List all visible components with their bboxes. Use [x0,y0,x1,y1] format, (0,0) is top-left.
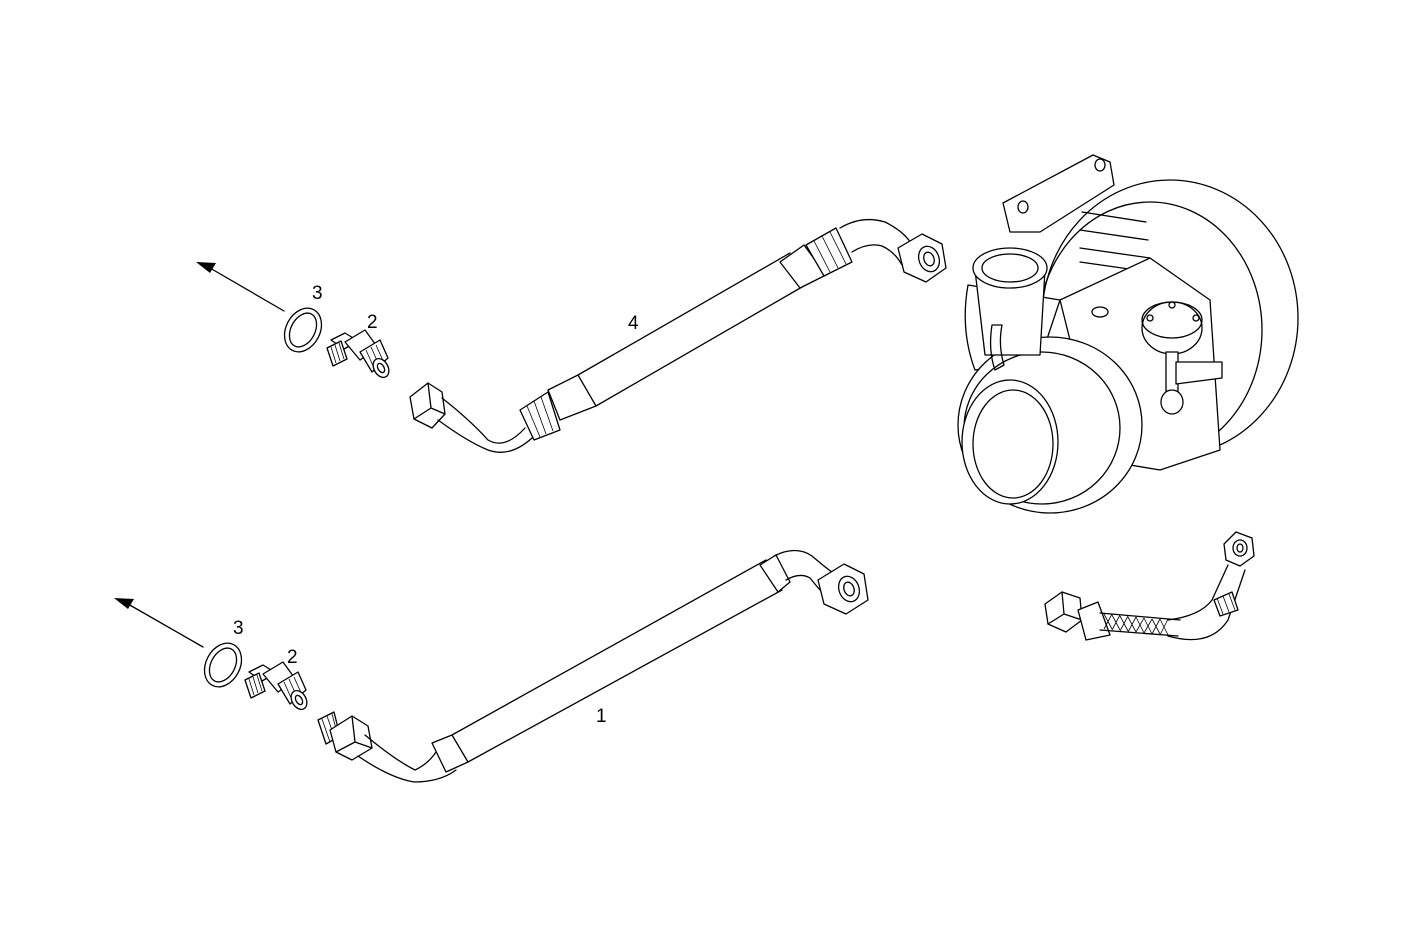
lower-oil-pipe [317,549,869,783]
callout-lower-union: 2 [287,647,298,668]
lower-union-fitting [244,661,308,710]
turbocharger [957,154,1299,514]
lower-washer [203,642,243,688]
callout-upper-union: 2 [367,312,378,333]
callout-upper-pipe: 4 [628,313,639,334]
upper-direction-arrow [196,262,285,312]
upper-assembly: 3 2 4 [196,218,947,453]
upper-oil-pipe [409,218,947,453]
upper-union-fitting [326,329,390,378]
upper-washer [283,307,323,353]
lower-direction-arrow [114,598,204,648]
callout-lower-washer: 3 [233,618,244,639]
callout-lower-pipe: 1 [596,706,607,727]
lower-assembly: 3 2 1 [114,549,869,783]
small-hose-assembly [1044,531,1255,641]
callout-upper-washer: 3 [312,283,323,304]
